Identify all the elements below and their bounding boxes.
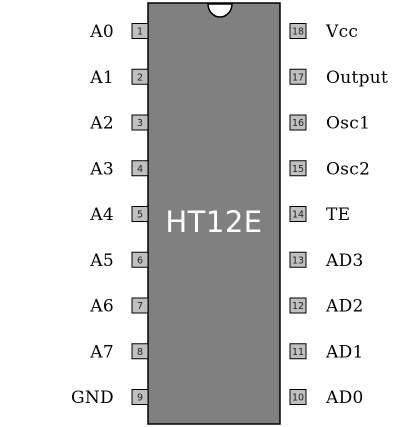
pin-6: 6 A5 (89, 251, 149, 271)
chip-body (147, 2, 281, 425)
pin-box (289, 343, 307, 360)
pin-15: 15 Osc2 (289, 159, 370, 179)
pin-7: 7 A6 (89, 297, 149, 317)
pin-label: AD2 (325, 297, 364, 317)
pin-2: 2 A1 (89, 68, 149, 88)
pin-number: 3 (137, 118, 143, 129)
pin-label: A5 (89, 251, 114, 271)
pin-label: A0 (89, 22, 114, 42)
pin-16: 16 Osc1 (289, 114, 370, 134)
pin-box (289, 297, 307, 314)
pin-9: 9 GND (71, 388, 149, 408)
pin-number: 5 (137, 210, 143, 221)
pin-box (289, 389, 307, 405)
pin-10: 10 AD0 (289, 388, 364, 408)
pin-13: 13 AD3 (289, 251, 364, 271)
pin-17: 17 Output (289, 68, 388, 88)
pin-label: AD3 (325, 251, 364, 271)
pin-label: GND (71, 388, 114, 408)
chip-notch (207, 3, 233, 18)
pin-label: Output (326, 68, 388, 88)
pin-box (131, 206, 149, 222)
pin-label: AD0 (325, 388, 364, 408)
pin-label: A6 (89, 297, 114, 317)
pin-label: A3 (89, 159, 114, 179)
pin-number: 7 (137, 301, 143, 312)
pin-number: 8 (137, 347, 143, 358)
pin-8: 8 A7 (89, 342, 149, 362)
pin-label: Osc1 (326, 114, 370, 134)
pin-box (289, 206, 307, 222)
pin-3: 3 A2 (89, 114, 149, 134)
pin-number: 15 (292, 164, 304, 175)
pin-number: 14 (292, 210, 304, 221)
pin-number: 1 (137, 27, 143, 38)
pin-box (289, 23, 307, 39)
pin-label: A1 (89, 68, 114, 88)
pin-number: 12 (292, 301, 304, 312)
pin-label: Osc2 (326, 159, 370, 179)
pin-5: 5 A4 (89, 205, 149, 225)
chip-name: HT12E (165, 205, 262, 239)
pin-number: 9 (137, 393, 143, 404)
pin-18: 18 Vcc (289, 22, 358, 42)
pin-box (131, 297, 149, 314)
pin-box (131, 251, 149, 268)
pin-label: A4 (89, 205, 114, 225)
pin-number: 2 (137, 72, 143, 83)
pin-11: 11 AD1 (289, 342, 364, 362)
left-pin-column: 1 A0 2 A1 3 A2 4 A3 5 A4 6 A5 7 A6 8 A7 9 GND (71, 22, 149, 408)
pin-box (131, 389, 149, 405)
pin-box (289, 68, 307, 85)
pin-number: 16 (292, 118, 304, 129)
pin-number: 18 (292, 27, 304, 38)
pin-1: 1 A0 (89, 22, 149, 42)
pin-label: AD1 (325, 342, 364, 362)
pin-number: 17 (292, 72, 304, 83)
pin-number: 11 (292, 347, 304, 358)
pin-label: Vcc (325, 22, 358, 42)
pin-14: 14 TE (289, 205, 350, 225)
pin-box (289, 160, 307, 177)
pin-box (131, 343, 149, 360)
pin-box (289, 114, 307, 131)
pin-box (289, 251, 307, 268)
pin-label: A2 (89, 114, 114, 134)
pin-label: A7 (89, 342, 114, 362)
pin-4: 4 A3 (89, 159, 149, 179)
pin-12: 12 AD2 (289, 297, 364, 317)
pin-box (131, 23, 149, 39)
pin-number: 13 (292, 255, 304, 266)
pin-number: 6 (137, 255, 143, 266)
pin-label: TE (326, 205, 350, 225)
pin-number: 10 (292, 393, 304, 404)
pin-box (131, 114, 149, 131)
pin-number: 4 (137, 164, 143, 175)
pin-box (131, 160, 149, 177)
pin-box (131, 68, 149, 85)
